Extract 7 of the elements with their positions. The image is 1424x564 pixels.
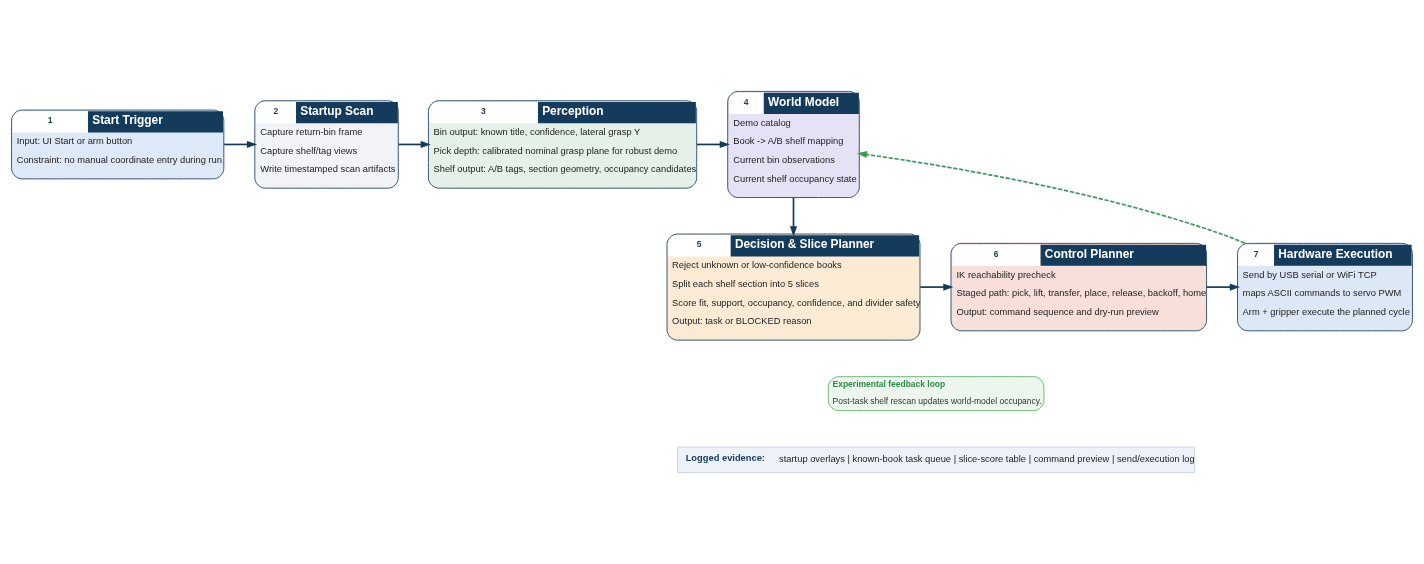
arrow [1205,283,1240,291]
arrow [856,151,1246,245]
arrow [223,140,258,149]
arrow [789,196,798,237]
arrow [695,140,730,149]
arrow [919,283,954,291]
arrow [397,140,431,149]
